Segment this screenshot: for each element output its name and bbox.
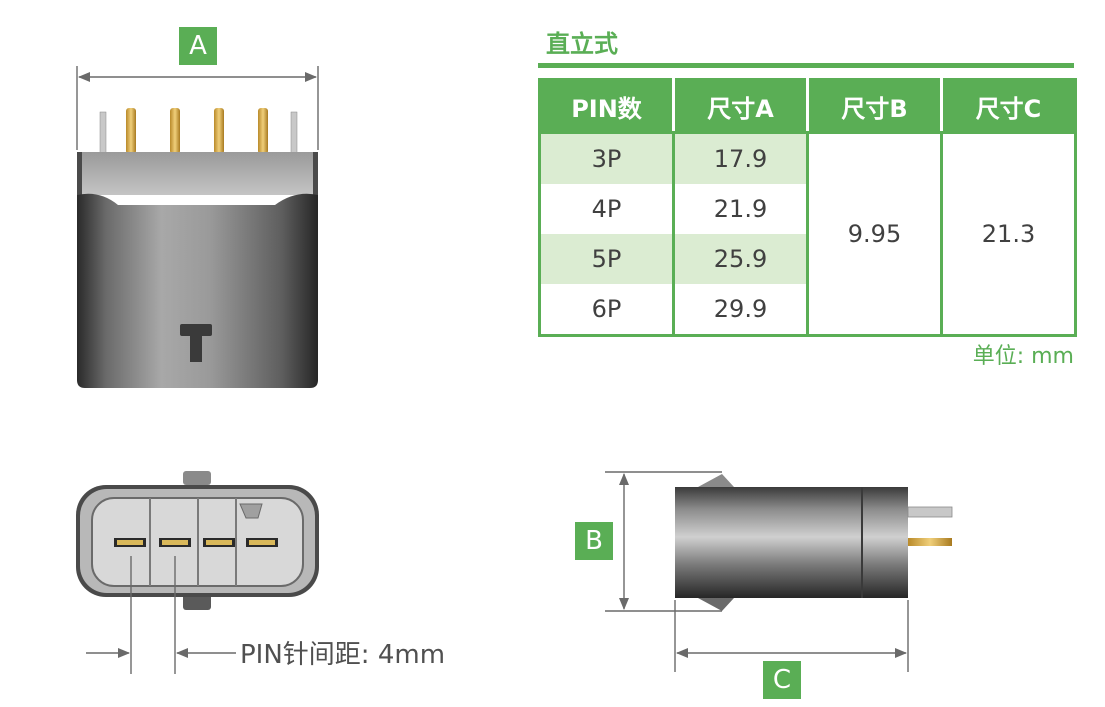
front-pin-4: [214, 108, 224, 154]
cell-pin: 4P: [538, 184, 675, 234]
cell-pin: 5P: [538, 234, 675, 284]
spec-table: PIN数 尺寸A 尺寸B 尺寸C 3P 17.9 9.95 21.3 4P 21…: [538, 78, 1077, 337]
table-row: 5P 25.9: [538, 234, 1076, 284]
front-body-main: [77, 193, 318, 388]
dimension-a-label: A: [179, 27, 217, 65]
side-view: [675, 474, 953, 611]
cell-size-a: 17.9: [672, 132, 809, 184]
front-body-head: [77, 152, 318, 195]
table-row: 4P 21.9: [538, 184, 1076, 234]
side-view-body: [675, 487, 865, 598]
unit-label: 单位: mm: [972, 344, 1074, 369]
table-row: 6P 29.9: [538, 284, 1076, 337]
dimension-b-label: B: [575, 522, 613, 560]
side-view-head: [862, 487, 908, 598]
top-view-tab-upper: [183, 471, 211, 485]
side-view-latch-bottom: [698, 598, 734, 611]
cell-pin: 6P: [538, 284, 675, 337]
side-view-pin-silver: [907, 506, 953, 518]
header-pin-count: PIN数: [538, 78, 675, 134]
title-underline: [538, 63, 1074, 68]
cell-size-b: 9.95: [806, 132, 943, 337]
table-row: 3P 17.9 9.95 21.3: [538, 132, 1077, 337]
cell-size-c: 21.3: [940, 132, 1077, 337]
header-size-c: 尺寸C: [940, 78, 1077, 134]
cell-size-a: 29.9: [672, 284, 809, 337]
header-size-b: 尺寸B: [806, 78, 943, 134]
table-header-row: PIN数 尺寸A 尺寸B 尺寸C: [538, 78, 1077, 134]
front-pin-5: [258, 108, 268, 154]
top-view: [76, 471, 319, 610]
front-pin-2: [126, 108, 136, 154]
header-size-a: 尺寸A: [672, 78, 809, 134]
page-title: 直立式: [546, 30, 618, 58]
cell-size-a: 21.9: [672, 184, 809, 234]
front-t-mark: [180, 324, 212, 336]
cell-pin: 3P: [538, 132, 675, 184]
cell-size-a: 25.9: [672, 234, 809, 284]
dimension-c-label: C: [763, 661, 801, 699]
front-pin-3: [170, 108, 180, 154]
front-pin-1: [99, 111, 107, 155]
dimension-lines: [76, 66, 909, 674]
front-view: [77, 108, 318, 388]
side-view-latch-top: [698, 474, 734, 487]
side-view-pin-gold: [908, 538, 952, 546]
pin-pitch-label: PIN针间距: 4mm: [240, 640, 446, 670]
front-pin-6: [290, 111, 298, 155]
